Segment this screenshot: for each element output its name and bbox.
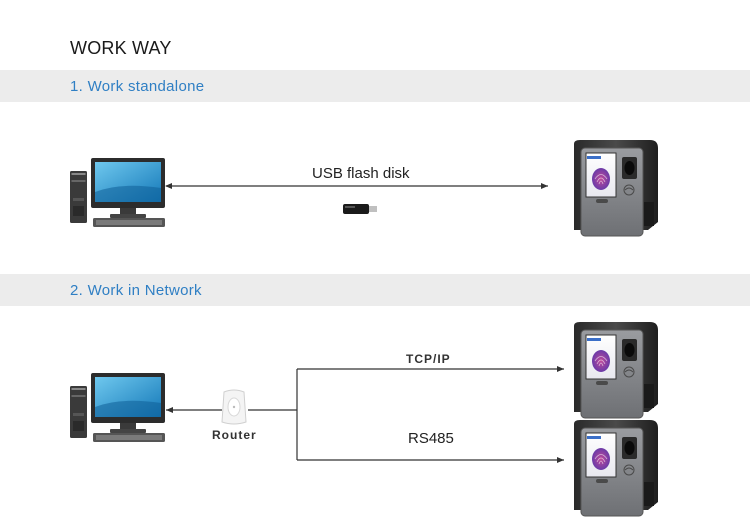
router-icon xyxy=(221,389,247,425)
usb-drive-icon xyxy=(343,204,377,214)
computer-icon xyxy=(70,373,165,442)
section-band-network xyxy=(0,274,750,306)
fingerprint-terminal-icon xyxy=(573,419,659,517)
section-heading-network: 2. Work in Network xyxy=(70,282,202,299)
router-label: Router xyxy=(212,428,257,442)
tcpip-link-label: TCP/IP xyxy=(406,352,451,366)
rs485-link-label: RS485 xyxy=(408,430,454,447)
computer-icon xyxy=(70,158,165,227)
fingerprint-terminal-icon xyxy=(573,139,659,237)
fingerprint-terminal-icon xyxy=(573,321,659,419)
section-heading-standalone: 1. Work standalone xyxy=(70,78,205,95)
page-title: WORK WAY xyxy=(70,38,172,58)
usb-connection-label: USB flash disk xyxy=(312,165,410,182)
section-band-standalone xyxy=(0,70,750,102)
